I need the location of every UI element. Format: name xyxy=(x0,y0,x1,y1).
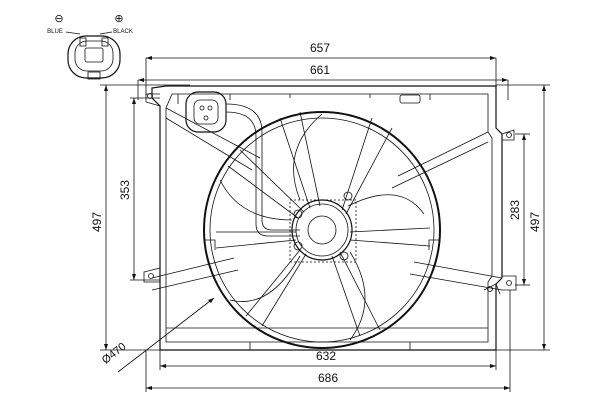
motor-hub xyxy=(289,191,357,263)
connector-pin-left-label: BLUE xyxy=(47,29,63,35)
connector-housing xyxy=(67,35,121,79)
dimension-left: 497 353 xyxy=(90,84,190,351)
dim-fan-diameter-label: Ø470 xyxy=(100,341,129,367)
wire-harness xyxy=(185,91,300,237)
dimension-right: 283 497 xyxy=(496,84,550,351)
dim-right-inner-label: 283 xyxy=(508,200,522,220)
dim-bottom-outer-label: 686 xyxy=(318,371,338,385)
dim-bottom-inner-label: 632 xyxy=(316,349,336,363)
dimension-bottom: 632 686 xyxy=(145,290,511,392)
connector-inset: ⊖ ⊕ BLUE BLACK xyxy=(47,13,133,80)
shroud-frame xyxy=(143,85,517,351)
fan-blades xyxy=(219,113,425,341)
connector-pin-right-label: BLACK xyxy=(113,29,133,35)
fan-ring xyxy=(203,111,441,349)
fan-struts xyxy=(151,107,503,337)
connector-pin-left-symbol: ⊖ xyxy=(54,13,63,25)
dimension-diameter: Ø470 xyxy=(100,297,215,373)
dim-top-inner-label: 661 xyxy=(310,63,330,77)
connector-pin-right-symbol: ⊕ xyxy=(114,13,123,25)
dim-top-outer-label: 657 xyxy=(310,41,330,55)
dimension-top: 657 661 xyxy=(137,41,509,100)
dim-left-outer-label: 497 xyxy=(90,212,104,232)
dim-right-outer-label: 497 xyxy=(528,212,542,232)
dim-left-inner-label: 353 xyxy=(118,180,132,200)
